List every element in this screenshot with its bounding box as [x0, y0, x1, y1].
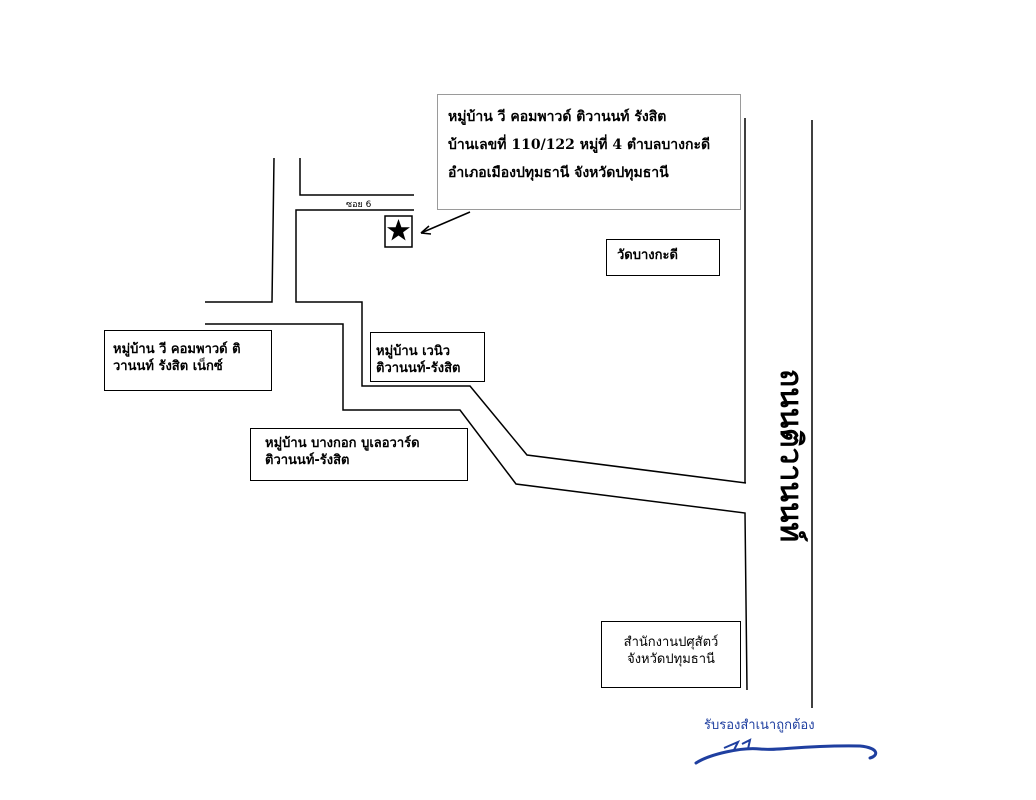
curved-road-edge — [205, 323, 748, 691]
village-bangkok-line-2: ติวานนท์-รังสิต — [265, 453, 350, 468]
soi-6-bottom-edge — [295, 209, 747, 484]
livestock-office-label-box: สำนักงานปศุสัตว์ จังหวัดปทุมธานี — [601, 621, 741, 688]
temple-label-box: วัดบางกะดี — [606, 239, 720, 276]
soi-6-top-edge — [299, 158, 414, 196]
address-box: หมู่บ้าน วี คอมพาวด์ ติวานนท์ รังสิต บ้า… — [437, 94, 741, 210]
village-next-line-2: วานนท์ รังสิต เน็กซ์ — [113, 359, 223, 374]
address-line-3: อำเภอเมืองปทุมธานี จังหวัดปทุมธานี — [448, 165, 669, 181]
village-venue-line-2: ติวานนท์-รังสิต — [376, 361, 461, 376]
address-line-2: บ้านเลขที่ 110/122 หมู่ที่ 4 ตำบลบางกะดี — [448, 137, 711, 153]
village-bangkok-line-1: หมู่บ้าน บางกอก บูเลอวาร์ด — [265, 436, 420, 451]
village-next-line-1: หมู่บ้าน วี คอมพาวด์ ติ — [113, 342, 241, 357]
left-street-edge — [205, 157, 275, 303]
signature-initials — [723, 738, 752, 751]
village-venue-label-box: หมู่บ้าน เวนิว ติวานนท์-รังสิต — [370, 332, 485, 382]
livestock-office-line-1: สำนักงานปศุสัตว์ — [623, 635, 719, 650]
location-marker-box — [384, 215, 413, 248]
village-venue-line-1: หมู่บ้าน เวนิว — [376, 344, 451, 359]
signature-scribble — [694, 744, 878, 765]
village-next-label-box: หมู่บ้าน วี คอมพาวด์ ติ วานนท์ รังสิต เน… — [104, 330, 272, 391]
village-bangkok-label-box: หมู่บ้าน บางกอก บูเลอวาร์ด ติวานนท์-รังส… — [250, 428, 468, 481]
soi-6-label: ซอย 6 — [346, 200, 372, 210]
address-pointer-line — [420, 211, 471, 234]
certification-text: รับรองสำเนาถูกต้อง — [704, 718, 815, 733]
temple-label: วัดบางกะดี — [617, 248, 678, 263]
main-road-label: ถนนติวานนท์ — [773, 369, 808, 543]
address-line-1: หมู่บ้าน วี คอมพาวด์ ติวานนท์ รังสิต — [448, 109, 667, 125]
star-icon — [387, 219, 410, 241]
address-pointer-arrowhead — [420, 225, 432, 235]
livestock-office-line-2: จังหวัดปทุมธานี — [627, 652, 715, 667]
